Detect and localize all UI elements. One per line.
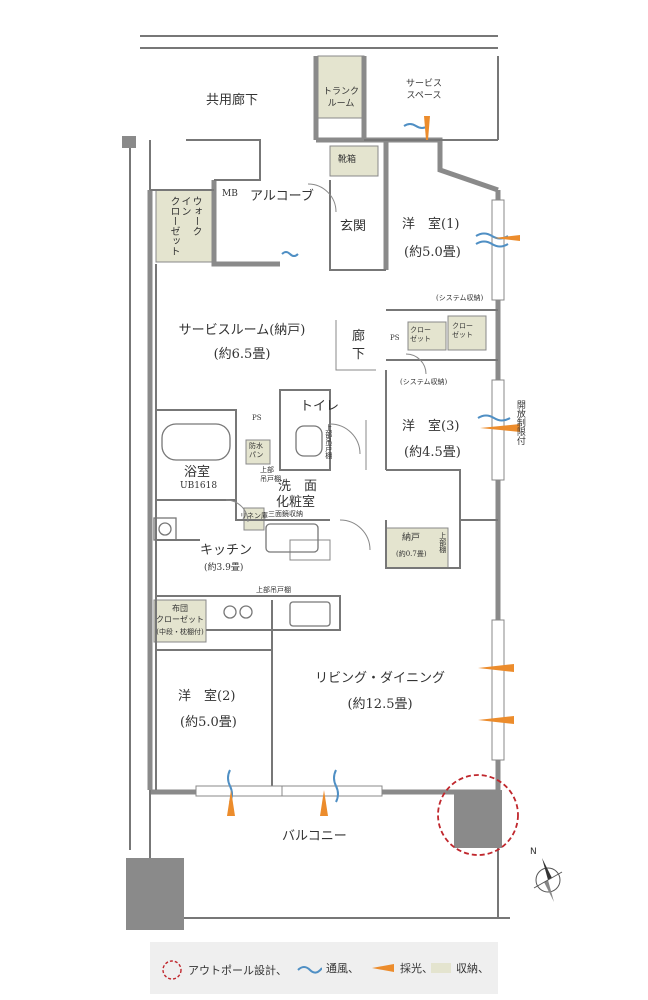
closet-a-label: クロー ゼット xyxy=(410,326,431,344)
mb-wall xyxy=(211,180,280,267)
legend-ventilation-text: 通風、 xyxy=(326,962,359,975)
living-size: (約12.5畳) xyxy=(347,697,413,712)
stove-burner-1 xyxy=(223,605,237,619)
storage-size: (約0.7畳) xyxy=(396,550,427,558)
toilet-fixture xyxy=(295,425,323,457)
light-balcony-left xyxy=(227,790,235,816)
waterproof-pan-area xyxy=(245,439,271,465)
western2-name: 洋 室(2) xyxy=(178,689,236,704)
vent-western1b xyxy=(475,240,509,248)
kitchen-sink xyxy=(289,601,331,627)
storage-name: 納戸 xyxy=(402,533,421,543)
western1-name: 洋 室(1) xyxy=(402,217,460,232)
legend-daylight-text: 採光、 xyxy=(400,962,433,975)
kitchen-cabinet-label: 上部吊戸棚 xyxy=(256,586,291,594)
trunk-wall xyxy=(313,56,367,140)
bathtub xyxy=(161,423,231,461)
light-western3 xyxy=(480,424,520,432)
legend-ventilation: 通風、 xyxy=(296,960,359,976)
closet-b-area xyxy=(447,315,487,351)
linen-label: リネン庫 xyxy=(240,512,268,520)
legend: アウトポール設計、 通風、 採光、 収納、 xyxy=(150,942,498,994)
futon-note: (中段・枕棚付) xyxy=(156,628,204,636)
futon-closet-area xyxy=(153,599,207,643)
ventilation-wave-icon xyxy=(297,966,322,974)
service-room-name: サービスルーム(納戸) xyxy=(178,323,306,338)
walk-in-closet-area xyxy=(155,189,213,263)
futon-closet-label: 布団 クローゼット xyxy=(156,604,204,624)
washroom-label-b: 化粧室 xyxy=(276,495,316,510)
three-mirror-label: 三面鏡収納 xyxy=(268,510,303,518)
outpole-highlight xyxy=(437,774,519,856)
western3-size: (約4.5畳) xyxy=(404,445,461,460)
light-entrance xyxy=(424,116,430,140)
upper-right-wall xyxy=(386,137,499,193)
vent-western3 xyxy=(477,414,511,422)
shoe-cabinet-label: 靴箱 xyxy=(338,155,357,165)
shoe-cabinet-area xyxy=(329,145,379,177)
alcove-label: アルコーブ xyxy=(250,189,314,204)
compass-north-label: N xyxy=(530,847,537,857)
balcony-label: バルコニー xyxy=(282,829,347,844)
closet-a-area xyxy=(407,321,447,351)
trunk-room-area xyxy=(317,55,365,119)
stove-burner-2 xyxy=(239,605,253,619)
service-space-label: サービス スペース xyxy=(405,79,443,102)
common-corridor-label: 共用廊下 xyxy=(206,93,259,108)
waterproof-pan-label: 防水 パン xyxy=(249,442,264,460)
legend-storage-text: 収納、 xyxy=(456,962,489,975)
kitchen-name: キッチン xyxy=(200,543,253,558)
light-living-1 xyxy=(478,664,514,672)
system-storage-bottom: (システム収納) xyxy=(400,378,448,386)
light-balcony-right xyxy=(320,790,328,816)
light-living-2 xyxy=(478,716,514,724)
western3-name: 洋 室(3) xyxy=(402,419,460,434)
toilet-cabinet-label: 上部吊戸棚 xyxy=(324,424,333,459)
western2-size: (約5.0畳) xyxy=(180,715,237,730)
legend-outpole-text: アウトポール設計、 xyxy=(188,964,287,977)
service-room-size: (約6.5畳) xyxy=(213,347,271,362)
vent-alcove xyxy=(281,251,299,257)
washroom-label-a: 洗 面 xyxy=(278,479,318,494)
bath-code: UB1618 xyxy=(180,481,218,491)
storage-shelf-label: 上部棚 xyxy=(438,532,447,553)
living-name: リビング・ダイニング xyxy=(314,671,446,686)
vent-balcony-right xyxy=(333,769,339,803)
trunk-room-label: トランク ルーム xyxy=(322,87,360,110)
vent-entrance xyxy=(403,123,429,129)
outpole-circle-icon xyxy=(162,960,182,980)
legend-daylight: 採光、 xyxy=(370,960,433,976)
compass xyxy=(533,858,563,902)
legend-storage: 収納、 xyxy=(430,960,489,976)
system-storage-top: (システム収納) xyxy=(436,294,484,302)
mb-label: MB xyxy=(222,189,238,199)
legend-outpole: アウトポール設計、 xyxy=(160,960,287,980)
sink-fixture xyxy=(265,523,319,553)
bath-name: 浴室 xyxy=(184,465,211,480)
closet-b-label: クロー ゼット xyxy=(452,322,473,340)
open-limiter-label: 開放制限付 xyxy=(514,400,525,445)
ps2-label: PS xyxy=(252,414,262,422)
kitchen-size: (約3.9畳) xyxy=(204,563,244,573)
storage-swatch-icon xyxy=(431,963,451,973)
toilet-label: トイレ xyxy=(300,399,340,414)
western1-size: (約5.0畳) xyxy=(404,245,461,260)
ps1-label: PS xyxy=(390,334,400,342)
wall-cabinet-small-label: 上部 吊戸棚 xyxy=(260,466,281,484)
daylight-wedge-icon xyxy=(372,964,394,972)
light-western1 xyxy=(494,235,520,241)
entrance-label: 玄関 xyxy=(340,219,367,234)
walk-in-closet-label: ウォーク イン クローゼット xyxy=(168,196,201,256)
kitchen-vent xyxy=(153,517,177,541)
hallway-label: 廊 下 xyxy=(352,329,366,362)
